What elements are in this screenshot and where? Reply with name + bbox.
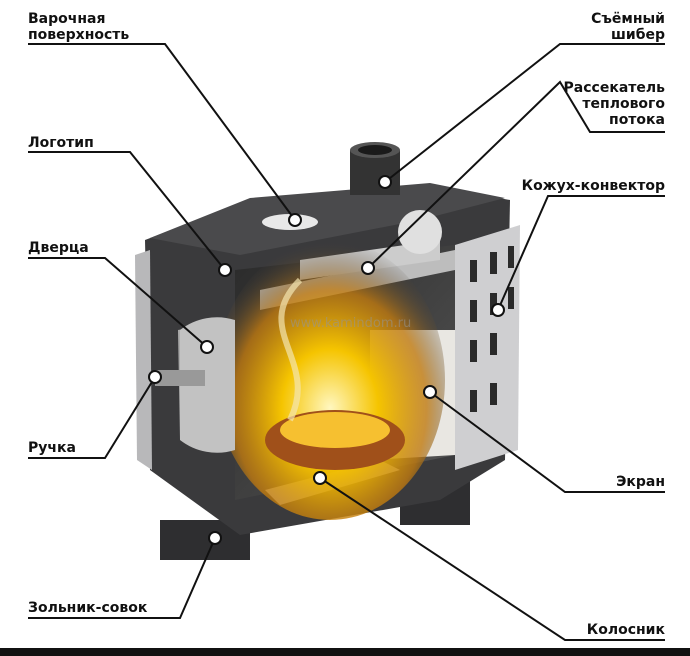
watermark: www.kamindom.ru (290, 316, 412, 331)
side-panel-left (135, 250, 152, 470)
bottom-border (0, 648, 690, 656)
label-handle: Ручка (28, 440, 76, 456)
label-convector: Кожух-конвектор (521, 178, 665, 194)
leader-lines (28, 43, 665, 641)
chimney (350, 142, 400, 195)
label-heat-divider: Рассекатель теплового потока (563, 80, 665, 128)
label-cooking-surface: Варочная поверхность (28, 11, 130, 43)
flame (215, 240, 445, 520)
leader-dots (148, 175, 505, 545)
label-logo: Логотип (28, 135, 94, 151)
label-ash-pan: Зольник-совок (28, 600, 148, 616)
cooking-surface (150, 183, 505, 255)
door (155, 317, 235, 453)
label-damper: Съёмный шибер (591, 11, 665, 43)
label-door: Дверца (28, 240, 89, 256)
label-grate: Колосник (586, 622, 665, 638)
convector-panel (455, 225, 520, 470)
label-screen: Экран (616, 474, 665, 490)
